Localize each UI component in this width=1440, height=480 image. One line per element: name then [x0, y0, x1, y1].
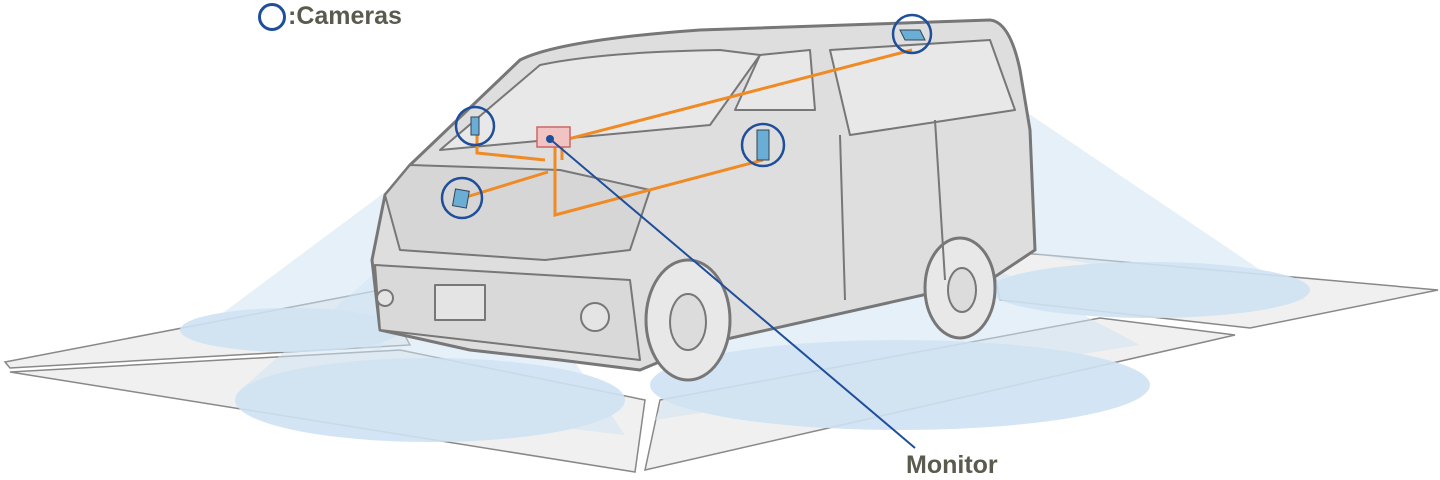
camera-circle-icon	[258, 2, 286, 31]
monitor-box	[536, 126, 571, 148]
camera-icon	[891, 13, 933, 55]
camera-icon	[440, 176, 484, 220]
legend: :Cameras	[258, 2, 402, 31]
camera-icon	[454, 105, 496, 147]
cables	[462, 48, 913, 217]
legend-label: :Cameras	[288, 2, 402, 30]
camera-icon	[740, 122, 786, 168]
cameras	[440, 13, 933, 220]
monitor-leader-line	[549, 138, 916, 449]
van	[370, 18, 1037, 382]
monitor-label: Monitor	[906, 451, 998, 479]
